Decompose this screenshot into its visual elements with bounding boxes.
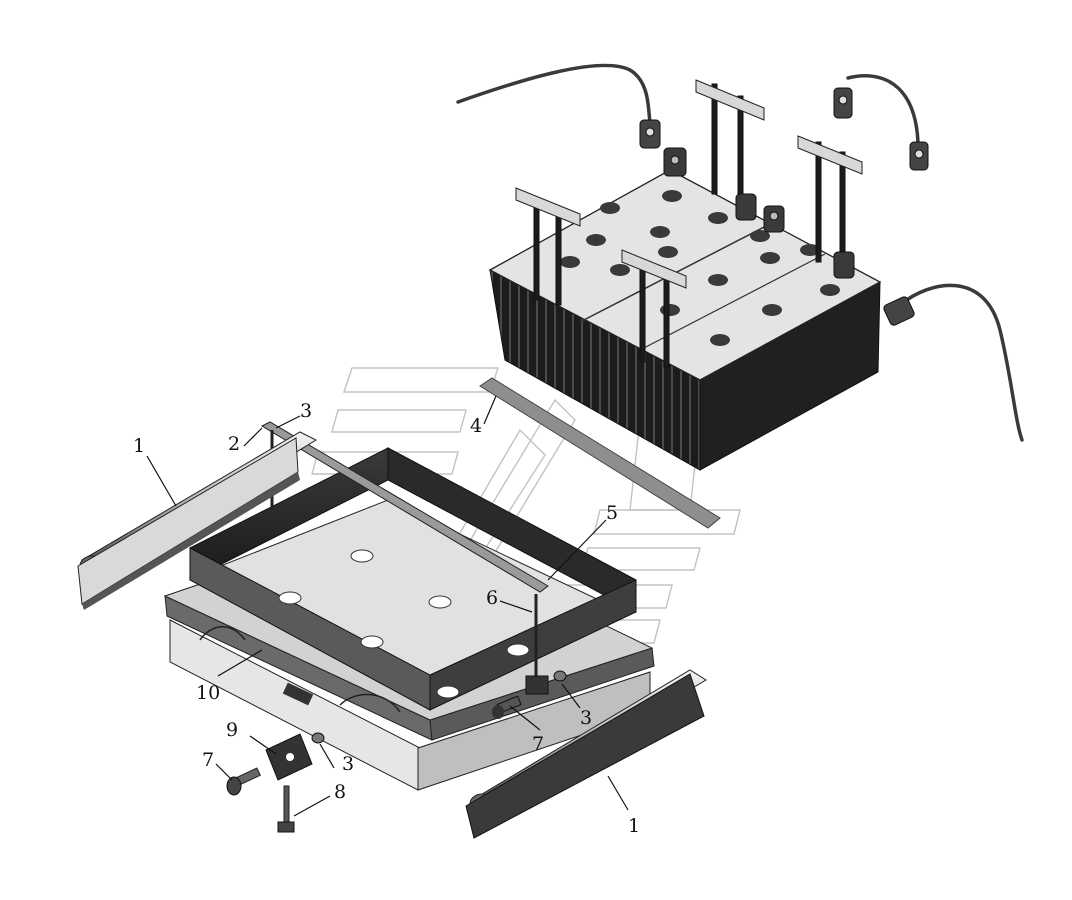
battery-handles [515,79,863,368]
terminal-clamps [663,147,855,279]
callout-7-right: 7 [532,733,544,755]
callout-9: 9 [226,719,238,741]
callout-2: 2 [228,433,240,455]
rubber-strip [479,377,721,529]
callout-1-left: 1 [133,435,145,457]
support-rod-right [465,669,707,839]
support-rod-left [77,431,318,610]
cable-lugs [639,87,929,326]
battery-cables [456,63,1024,442]
callout-3-bottom: 3 [342,753,354,775]
callout-8: 8 [334,781,346,803]
callout-3-right: 3 [580,707,592,729]
callout-4: 4 [470,415,482,437]
callout-1-right: 1 [628,815,640,837]
callout-6: 6 [486,587,498,609]
callout-3-top: 3 [300,400,312,422]
battery-assembly [488,79,882,471]
callout-5: 5 [606,502,618,524]
callout-labels: 1 2 3 4 5 6 10 9 7 3 8 7 3 1 [133,400,640,837]
loose-hardware [226,670,567,833]
callout-7-left: 7 [202,749,214,771]
battery-tray [163,447,655,791]
callout-10: 10 [196,682,220,704]
leader-lines [146,395,629,817]
battery-cell-caps [560,190,840,346]
